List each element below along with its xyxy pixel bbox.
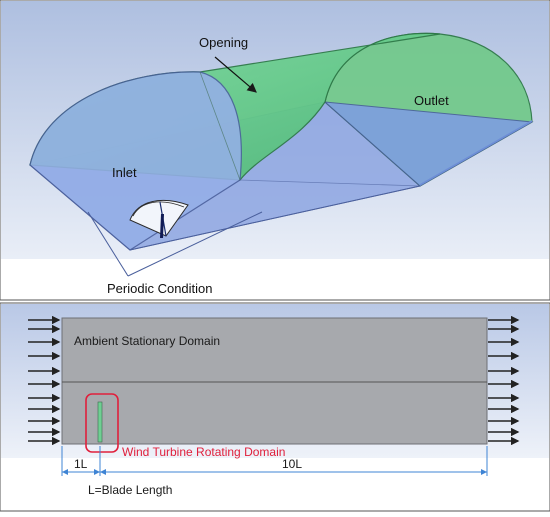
label-periodic-condition: Periodic Condition xyxy=(107,281,213,296)
label-dimension-10l: 10L xyxy=(282,457,302,471)
label-outlet: Outlet xyxy=(414,93,449,108)
label-inlet: Inlet xyxy=(112,165,137,180)
ambient-stationary-domain xyxy=(61,317,488,445)
inflow-arrows xyxy=(28,315,61,446)
inlet-face xyxy=(29,71,242,251)
opening-arrow xyxy=(214,56,257,93)
label-ambient-stationary-domain: Ambient Stationary Domain xyxy=(74,334,220,348)
label-wind-turbine-rotating-domain: Wind Turbine Rotating Domain xyxy=(122,445,285,459)
top-panel: Opening Outlet Inlet Periodic Condition xyxy=(0,0,550,301)
rotating-domain-highlight xyxy=(85,393,119,453)
rotating-domain-blade xyxy=(97,401,103,443)
label-opening: Opening xyxy=(199,35,248,50)
outflow-arrows xyxy=(488,315,520,446)
bottom-panel: Ambient Stationary Domain Wind Turbine R… xyxy=(0,302,550,512)
label-dimension-1l: 1L xyxy=(74,457,88,471)
dimension-lines xyxy=(61,446,488,476)
rotor-sector xyxy=(129,199,189,238)
label-blade-length: L=Blade Length xyxy=(88,483,172,497)
periodic-leader-lines xyxy=(87,211,263,277)
